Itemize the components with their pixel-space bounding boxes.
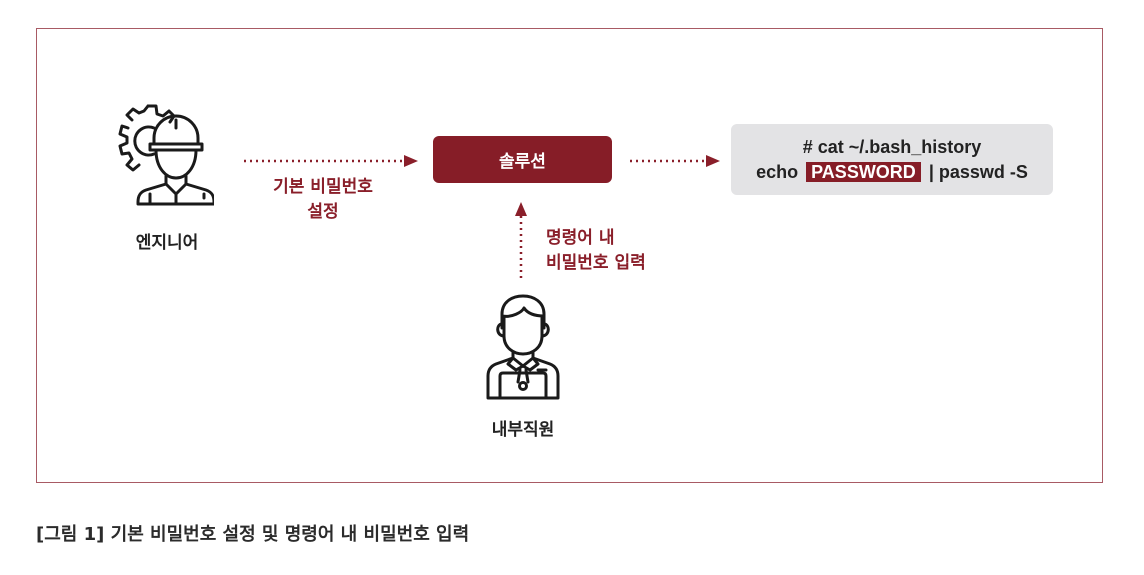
command-echo: echo [756,161,799,182]
solution-node: 솔루션 [433,136,612,183]
engineer-label: 엔지니어 [135,233,199,253]
solution-label: 솔루션 [499,152,546,172]
command-line-1: # cat ~/.bash_history [802,136,982,157]
employee-label: 내부직원 [491,420,555,440]
command-history-box: # cat ~/.bash_history echo PASSWORD | pa… [731,124,1053,195]
command-passwd: | passwd -S [928,161,1028,182]
figure-caption: [그림 1] 기본 비밀번호 설정 및 명령어 내 비밀번호 입력 [36,524,470,545]
edge-label-line: 명령어 내 [546,228,615,248]
edge-label-password-in-command: 명령어 내 비밀번호 입력 [546,226,646,276]
engineer-hardhat-gear-icon [118,98,214,206]
edge-label-default-password: 기본 비밀번호 설정 [263,175,383,225]
edge-label-line: 비밀번호 입력 [546,253,646,273]
arrow-employee-to-solution [515,200,527,284]
diagram-frame [36,28,1103,483]
employee-laptop-icon [486,294,560,400]
password-highlight: PASSWORD [806,161,921,182]
command-line-2: echo PASSWORD | passwd -S [756,160,1028,185]
arrow-solution-to-command [628,152,722,171]
edge-label-line: 설정 [307,202,339,222]
arrow-engineer-to-solution [242,152,420,171]
edge-label-line: 기본 비밀번호 [273,177,373,197]
